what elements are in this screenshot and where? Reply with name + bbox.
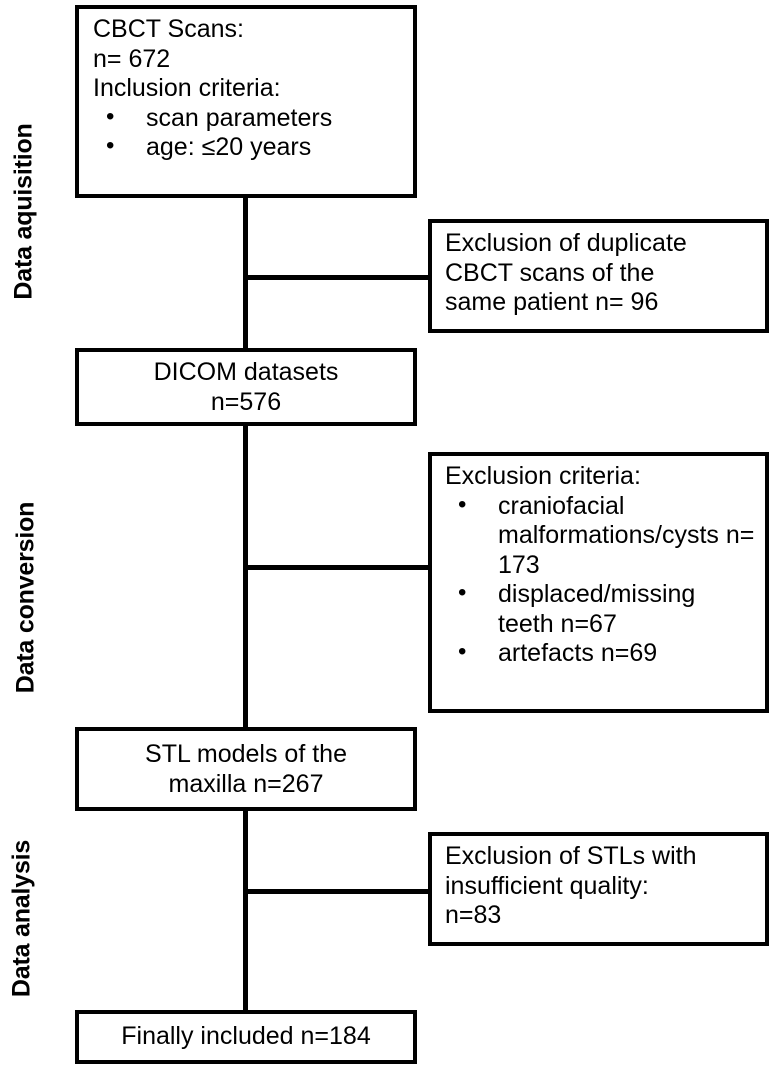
excl-qual-line-2: insufficient quality: [445, 871, 649, 900]
node-finally-included: Finally included n=184 [75, 1010, 417, 1064]
excl-qual-line-1: Exclusion of STLs with [445, 842, 697, 870]
stl-line-1: STL models of the [145, 740, 347, 768]
list-item: artefacts n=69 [445, 638, 755, 669]
connector-branch-quality [243, 889, 432, 894]
connector-branch-duplicates [243, 275, 432, 280]
cbct-title: CBCT Scans: [93, 15, 244, 43]
node-dicom-datasets: DICOM datasets n=576 [75, 348, 417, 426]
stl-line-2: maxilla n=267 [168, 769, 324, 798]
node-exclusion-quality: Exclusion of STLs with insufficient qual… [428, 832, 769, 946]
list-item: craniofacial malformations/cysts n= 173 [445, 491, 755, 581]
excl-crit-header: Exclusion criteria: [445, 462, 641, 490]
connector-dicom-to-stl [243, 423, 248, 729]
list-item: scan parameters [93, 103, 403, 134]
excl-dup-line-3: same patient n= 96 [445, 288, 659, 316]
list-item: displaced/missing teeth n=67 [445, 579, 755, 639]
node-exclusion-duplicates: Exclusion of duplicate CBCT scans of the… [428, 219, 769, 333]
node-stl-models: STL models of the maxilla n=267 [75, 727, 417, 811]
exclusion-criteria-bullets: craniofacial malformations/cysts n= 173 … [445, 491, 755, 669]
cbct-count: n= 672 [93, 44, 171, 73]
excl-qual-line-3: n=83 [445, 901, 502, 929]
connector-cbct-to-dicom [243, 196, 248, 350]
dicom-line-2: n=576 [210, 387, 282, 416]
cbct-inclusion-bullets: scan parameters age: ≤20 years [93, 103, 403, 163]
list-item: age: ≤20 years [93, 132, 403, 163]
dicom-line-1: DICOM datasets [153, 358, 339, 386]
node-exclusion-criteria: Exclusion criteria: craniofacial malform… [428, 452, 769, 713]
excl-dup-line-2: CBCT scans of the [445, 258, 655, 287]
stage-label-data-aquisition: Data aquisition [9, 123, 38, 300]
connector-branch-criteria [243, 565, 432, 570]
connector-stl-to-final [243, 808, 248, 1012]
cbct-criteria-header: Inclusion criteria: [93, 74, 281, 102]
stage-label-data-analysis: Data analysis [7, 839, 36, 998]
node-cbct-scans: CBCT Scans: n= 672 Inclusion criteria: s… [75, 5, 417, 198]
final-line-1: Finally included n=184 [121, 1022, 371, 1050]
excl-dup-line-1: Exclusion of duplicate [445, 229, 687, 257]
stage-label-data-conversion: Data conversion [11, 501, 40, 694]
